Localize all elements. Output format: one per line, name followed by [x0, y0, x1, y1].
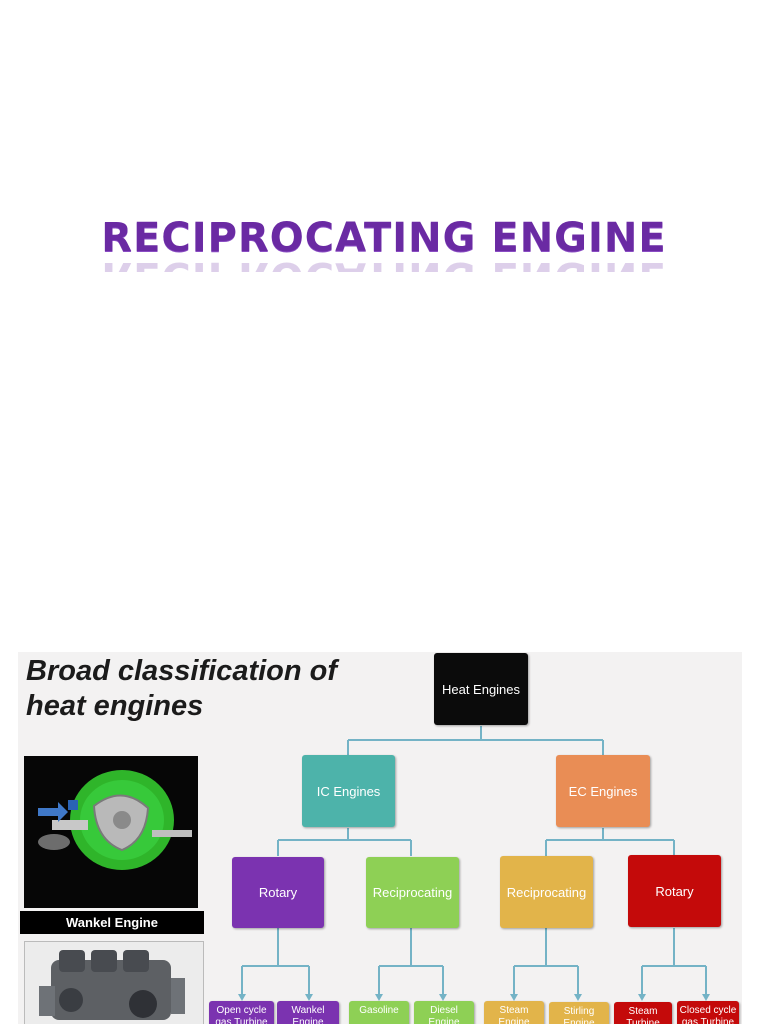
- leaf-steam-turbine: Steam Turbine: [614, 1002, 672, 1024]
- figure-heading-line1: Broad classification of: [26, 655, 338, 687]
- node-ic-engines: IC Engines: [302, 755, 395, 827]
- wankel-engine-photo: [24, 756, 198, 908]
- leaf-steam-engine: Steam Engine: [484, 1001, 544, 1024]
- node-ec-rotary: Rotary: [628, 855, 721, 927]
- node-heat-engines: Heat Engines: [434, 653, 528, 725]
- node-ic-reciprocating: Reciprocating: [366, 857, 459, 928]
- node-ec-reciprocating: Reciprocating: [500, 856, 593, 928]
- figure-heading-line2: heat engines: [26, 690, 204, 722]
- leaf-wankel-engine: Wankel Engine: [277, 1001, 339, 1024]
- slide-title: RECIPROCATING ENGINE: [101, 215, 667, 261]
- slide-title-area: RECIPROCATING ENGINE RECIPROCATING ENGIN…: [0, 212, 768, 272]
- leaf-closed-cycle-gas-turbine: Closed cycle gas Turbine: [677, 1001, 739, 1024]
- reciprocating-engine-photo: [24, 941, 204, 1024]
- tree-connectors: [238, 726, 710, 1001]
- wankel-engine-caption: Wankel Engine: [20, 911, 204, 934]
- reciprocating-engine-illustration: [25, 942, 203, 1024]
- classification-figure: Broad classification of heat engines Wan…: [18, 652, 742, 1024]
- node-ic-rotary: Rotary: [232, 857, 324, 928]
- wankel-engine-illustration: [24, 756, 198, 908]
- leaf-open-cycle-gas-turbine: Open cycle gas Turbine: [209, 1001, 274, 1024]
- figure-heading: Broad classification of heat engines: [26, 654, 346, 724]
- leaf-gasoline: Gasoline: [349, 1001, 409, 1024]
- leaf-diesel-engine: Diesel Engine: [414, 1001, 474, 1024]
- leaf-stirling-engine: Stirling Engine: [549, 1002, 609, 1024]
- node-ec-engines: EC Engines: [556, 755, 650, 827]
- slide-title-reflection: RECIPROCATING ENGINE: [0, 250, 768, 272]
